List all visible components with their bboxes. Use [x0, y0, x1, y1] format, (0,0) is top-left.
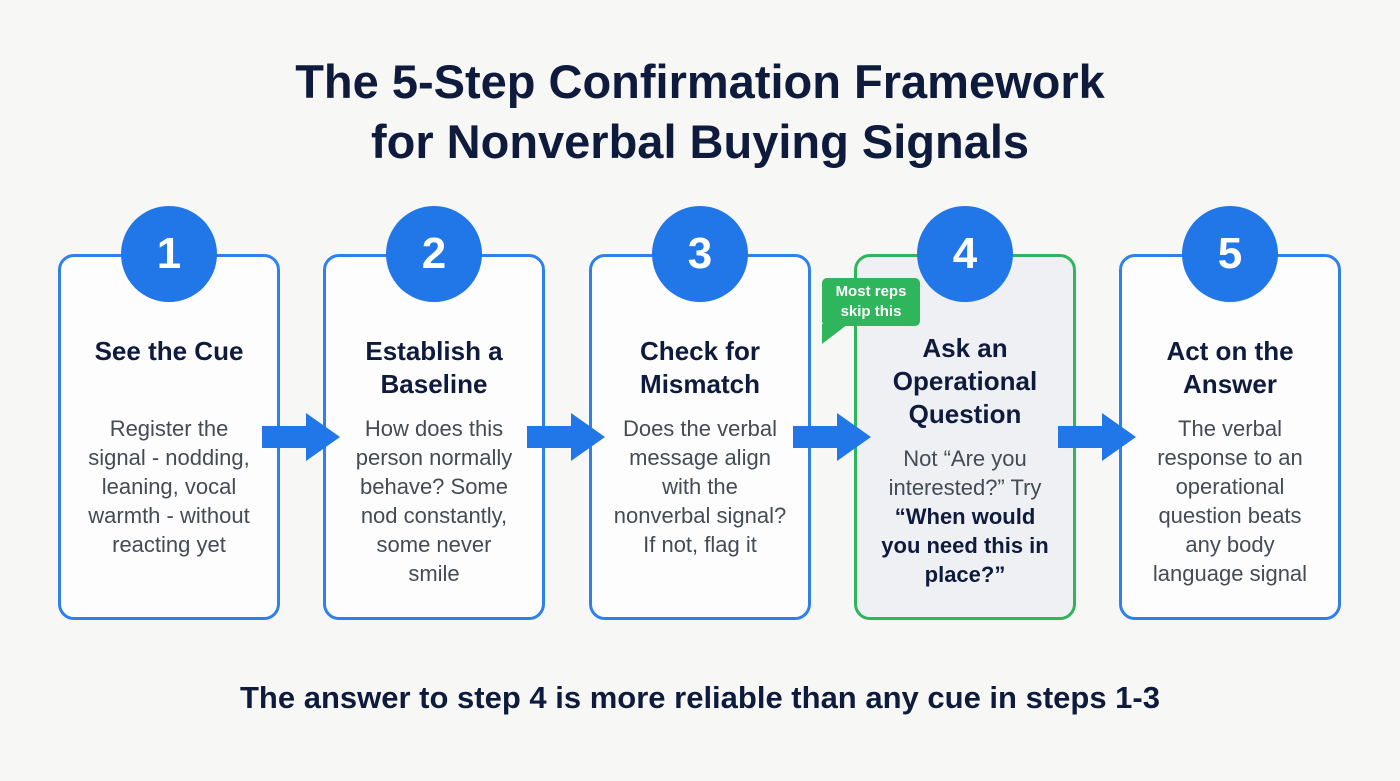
step-card-1: See the Cue Register the signal - noddin… [58, 254, 280, 620]
step-card-3: Check for Mismatch Does the verbal messa… [589, 254, 811, 620]
step-description-line: leaning, vocal [101, 474, 237, 499]
step-description-line: nod constantly, [360, 503, 508, 528]
step-number-badge-3: 3 [652, 206, 748, 302]
step-emphasis-line: “When would [894, 504, 1036, 529]
step-title: Act on the Answer [1122, 335, 1338, 401]
right-arrow-icon [793, 413, 871, 461]
step-emphasis-line: place?” [924, 562, 1006, 587]
step-emphasis-line: you need this in [881, 533, 1049, 558]
step-title-line: Operational [892, 366, 1038, 396]
title-line-2: for Nonverbal Buying Signals [370, 115, 1030, 168]
step-number-badge-1: 1 [121, 206, 217, 302]
step-description-line: behave? Some [360, 474, 508, 499]
step-description-line: Not “Are you [903, 446, 1027, 471]
step-description-line: smile [408, 561, 460, 586]
step-title-line: Answer [1183, 369, 1277, 399]
step-title-line: Question [908, 399, 1022, 429]
right-arrow-icon [1058, 413, 1136, 461]
step-description-line: message align [629, 445, 771, 470]
step-title: See the Cue [61, 335, 277, 368]
step-description-line: operational [1175, 474, 1285, 499]
step-description-line: response to an [1157, 445, 1303, 470]
step-description-line: reacting yet [112, 532, 226, 557]
step-number-badge-4: 4 [917, 206, 1013, 302]
step-card-5: Act on the Answer The verbal response to… [1119, 254, 1341, 620]
right-arrow-icon [262, 413, 340, 461]
step-title: Ask an Operational Question [857, 332, 1073, 431]
step-title-line: Mismatch [640, 369, 760, 399]
step-description: How does this person normally behave? So… [334, 414, 534, 588]
title-line-1: The 5-Step Confirmation Framework [295, 55, 1105, 108]
page-title: The 5-Step Confirmation Framework for No… [0, 52, 1400, 172]
step-title: Establish a Baseline [326, 335, 542, 401]
step-title-line: Act on the [1166, 336, 1294, 366]
step-description-line: The verbal [1178, 416, 1282, 441]
step-title-line: Check for [640, 336, 760, 366]
step-description-line: How does this [364, 416, 504, 441]
step-description-line: Register the [109, 416, 229, 441]
step-title-line: Establish a [365, 336, 503, 366]
most-reps-skip-callout: Most reps skip this [822, 278, 920, 326]
step-description: Not “Are you interested?” Try “When woul… [865, 444, 1065, 589]
step-description-line: If not, flag it [643, 532, 757, 557]
step-description-line: any body [1185, 532, 1275, 557]
step-title: Check for Mismatch [592, 335, 808, 401]
step-title-line: Ask an [922, 333, 1008, 363]
step-number-badge-5: 5 [1182, 206, 1278, 302]
step-description-line: signal - nodding, [88, 445, 250, 470]
step-description-line: question beats [1158, 503, 1302, 528]
step-description-line: some never [376, 532, 492, 557]
step-description-line: warmth - without [88, 503, 250, 528]
callout-line: Most reps [835, 283, 907, 300]
step-title-line: See the Cue [94, 336, 244, 366]
step-description-line: nonverbal signal? [613, 503, 787, 528]
right-arrow-icon [527, 413, 605, 461]
step-title-line: Baseline [380, 369, 488, 399]
step-description: The verbal response to an operational qu… [1130, 414, 1330, 588]
step-description-line: language signal [1152, 561, 1308, 586]
step-number-badge-2: 2 [386, 206, 482, 302]
step-card-4: Ask an Operational Question Not “Are you… [854, 254, 1076, 620]
step-description-line: person normally [355, 445, 513, 470]
step-description-line: Does the verbal [622, 416, 778, 441]
step-description: Register the signal - nodding, leaning, … [69, 414, 269, 559]
step-card-2: Establish a Baseline How does this perso… [323, 254, 545, 620]
step-description: Does the verbal message align with the n… [600, 414, 800, 559]
callout-line: skip this [840, 303, 902, 320]
callout-tail [822, 324, 848, 344]
step-description-line: with the [662, 474, 738, 499]
step-description-line: interested?” Try [888, 475, 1042, 500]
footer-takeaway: The answer to step 4 is more reliable th… [240, 680, 1160, 715]
